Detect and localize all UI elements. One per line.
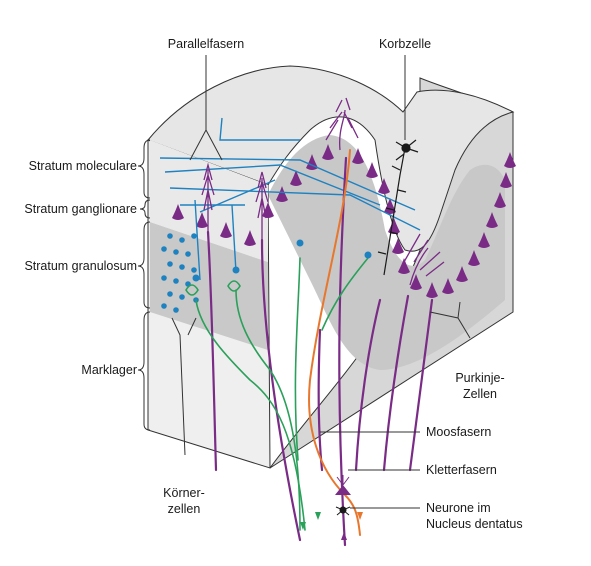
purkinje-axons bbox=[206, 156, 434, 547]
label-neurone-line2: Nucleus dentatus bbox=[426, 517, 523, 531]
purkinje-soma bbox=[196, 212, 208, 228]
granule-somata bbox=[192, 239, 372, 282]
purkinje-arrow-down-icon bbox=[341, 532, 347, 540]
granule-cell bbox=[173, 307, 179, 313]
leader-lines bbox=[171, 55, 471, 509]
purkinje-soma bbox=[322, 144, 334, 160]
purkinje-soma bbox=[500, 172, 512, 188]
label-stratum-granulosum: Stratum granulosum bbox=[24, 259, 137, 273]
purkinje-soma bbox=[172, 204, 184, 220]
label-parallelfasern: Parallelfasern bbox=[168, 37, 244, 51]
granule-soma bbox=[192, 274, 200, 282]
mossy-arrow-up-icon bbox=[300, 522, 306, 530]
fibre-direction-arrows bbox=[300, 512, 363, 540]
purkinje-soma bbox=[276, 186, 288, 202]
bracket-granulosum bbox=[137, 221, 151, 309]
purkinje-soma bbox=[352, 148, 364, 164]
purkinje-soma bbox=[486, 212, 498, 228]
granule-cell bbox=[173, 249, 179, 255]
mossy-arrow-up-icon bbox=[315, 512, 321, 520]
label-neurone-line1: Neurone im bbox=[426, 501, 491, 515]
dentate-nucleus-neuron bbox=[335, 475, 351, 516]
purkinje-soma bbox=[290, 170, 302, 186]
granule-cell bbox=[185, 251, 191, 257]
purkinje-soma bbox=[456, 266, 468, 282]
purkinje-soma bbox=[504, 152, 516, 168]
granule-cell bbox=[161, 246, 167, 252]
granule-soma bbox=[364, 251, 372, 259]
granule-cell-dots bbox=[161, 233, 199, 313]
purkinje-soma bbox=[426, 282, 438, 298]
label-marklager: Marklager bbox=[81, 363, 137, 377]
purkinje-soma bbox=[220, 222, 232, 238]
bracket-marklager bbox=[137, 311, 151, 431]
label-purkinje-line2: Zellen bbox=[463, 387, 497, 401]
purkinje-soma bbox=[442, 278, 454, 294]
labels: Parallelfasern Korbzelle Stratum molecul… bbox=[24, 37, 522, 531]
granule-soma bbox=[232, 266, 240, 274]
mossy-fibres bbox=[185, 257, 369, 531]
granule-soma bbox=[296, 239, 304, 247]
leader-parallelfasern bbox=[189, 55, 223, 161]
front-granular-band bbox=[150, 222, 268, 350]
granule-cell bbox=[191, 267, 197, 273]
purkinje-soma bbox=[398, 258, 410, 274]
granule-cell bbox=[173, 278, 179, 284]
purkinje-soma bbox=[392, 238, 404, 254]
granule-cell bbox=[167, 261, 173, 267]
purkinje-soma bbox=[244, 230, 256, 246]
label-stratum-ganglionare: Stratum ganglionare bbox=[24, 202, 137, 216]
basket-cell bbox=[377, 139, 419, 276]
purkinje-soma bbox=[378, 178, 390, 194]
parallel-fibres bbox=[159, 117, 421, 281]
label-koerner-line2: zellen bbox=[168, 502, 201, 516]
label-stratum-moleculare: Stratum moleculare bbox=[29, 159, 137, 173]
layer-brackets bbox=[137, 139, 151, 431]
leader-purkinje bbox=[429, 301, 471, 339]
purkinje-soma bbox=[410, 274, 422, 290]
purkinje-soma bbox=[478, 232, 490, 248]
climbing-arrow-up-icon bbox=[357, 512, 363, 520]
purkinje-cell-bodies bbox=[172, 144, 516, 298]
granule-cell bbox=[167, 291, 173, 297]
purkinje-soma bbox=[494, 192, 506, 208]
cerebellum-block bbox=[147, 65, 515, 469]
granule-cell bbox=[179, 237, 185, 243]
bracket-ganglionare bbox=[139, 199, 151, 219]
purkinje-soma bbox=[366, 162, 378, 178]
granule-cell bbox=[179, 294, 185, 300]
bracket-molecular bbox=[137, 139, 151, 199]
purkinje-soma bbox=[468, 250, 480, 266]
granule-cell bbox=[191, 233, 197, 239]
label-moosfasern: Moosfasern bbox=[426, 425, 491, 439]
purkinje-dendrites bbox=[201, 97, 445, 286]
granule-cell bbox=[167, 233, 173, 239]
granule-cell bbox=[161, 303, 167, 309]
label-kletterfasern: Kletterfasern bbox=[426, 463, 497, 477]
leader-koernerzellen bbox=[171, 317, 197, 456]
label-korbzelle: Korbzelle bbox=[379, 37, 431, 51]
climbing-fibre bbox=[308, 149, 361, 536]
label-koerner-line1: Körner- bbox=[163, 486, 205, 500]
granule-cell bbox=[161, 275, 167, 281]
label-purkinje-line1: Purkinje- bbox=[455, 371, 504, 385]
granule-cell bbox=[179, 264, 185, 270]
